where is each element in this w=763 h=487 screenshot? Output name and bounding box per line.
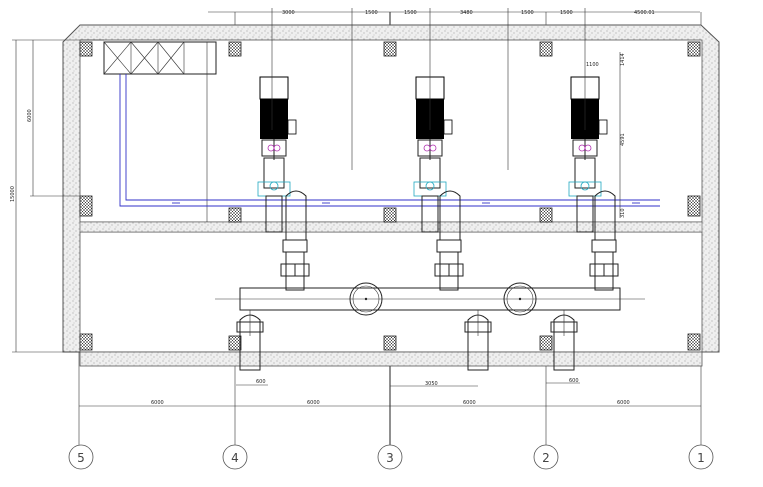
left-dimension-lines: 15000 6000 (10, 39, 104, 353)
top-dim-5: 1500 (521, 10, 534, 16)
axis-bubbles: 5 4 3 2 1 (68, 444, 714, 470)
left-inner-dim: 6000 (27, 109, 33, 122)
top-dim-2: 1500 (365, 10, 378, 16)
bottom-dim-3: 6000 (463, 400, 476, 406)
top-dimension-line: 3000 1500 1500 3480 1500 1500 4500.01 (208, 8, 700, 170)
bottom-dim-1: 6000 (151, 400, 164, 406)
axis-label-3: 3 (386, 451, 394, 465)
columns (79, 41, 701, 351)
axis-label-2: 2 (542, 451, 550, 465)
right-dim-310: 310 (620, 208, 626, 218)
pipe-dim-right: 600 (569, 378, 579, 384)
right-small-dims: 1100 1414 4591 310 (586, 52, 626, 218)
pipe-dim-mid: 3050 (425, 381, 438, 387)
bottom-dimension-line: 6000 6000 6000 6000 (79, 400, 701, 407)
header-pipe (215, 282, 645, 316)
axis-label-1: 1 (697, 451, 705, 465)
pipe-spacing-dims: 600 3050 600 (236, 378, 580, 387)
axis-label-4: 4 (231, 451, 239, 465)
pipe-dim-left: 600 (256, 379, 266, 385)
building-walls (62, 24, 720, 367)
left-outer-dim: 15000 (10, 186, 16, 202)
top-dim-3: 1500 (404, 10, 417, 16)
pump-unit-1 (257, 76, 310, 291)
top-dim-1: 3000 (282, 10, 295, 16)
bottom-dim-2: 6000 (307, 400, 320, 406)
bottom-dim-4: 6000 (617, 400, 630, 406)
top-dim-4: 3480 (460, 10, 473, 16)
axis-label-5: 5 (77, 451, 85, 465)
right-dim-1100: 1100 (586, 62, 599, 68)
right-dim-4591: 4591 (620, 133, 626, 146)
top-dim-7: 4500.01 (634, 10, 655, 16)
blue-drain-pipe (119, 74, 660, 207)
top-dim-6: 1500 (560, 10, 573, 16)
ventilation-unit (103, 41, 217, 222)
outlet-pipes (236, 310, 578, 371)
right-dim-1414: 1414 (620, 53, 626, 66)
